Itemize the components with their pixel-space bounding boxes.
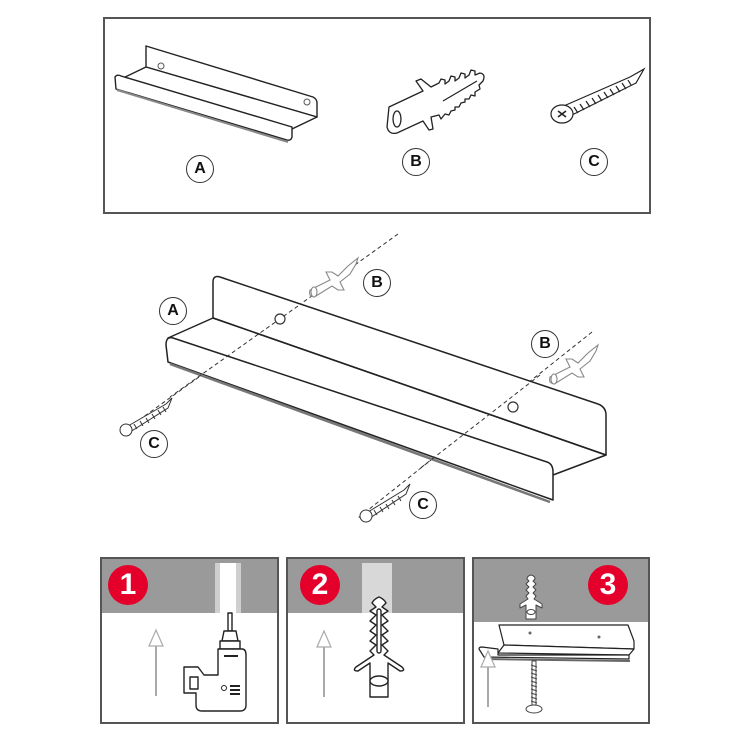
arrow-up-icon: [316, 629, 332, 697]
part-label-b: B: [402, 148, 430, 176]
drill-hole-core: [220, 563, 236, 613]
shelf-bracket-icon: [114, 45, 318, 143]
plug-right-icon: [549, 343, 600, 385]
step-2-badge: 2: [300, 565, 340, 605]
plug-left-icon: [309, 256, 360, 298]
screw-right-icon: [359, 483, 411, 523]
assembly-label-b-right: B: [531, 330, 559, 358]
wall-plug-icon: [386, 69, 485, 135]
part-label-c: C: [580, 148, 608, 176]
assembly-label-c-left: C: [140, 430, 168, 458]
drill-icon: [183, 612, 247, 712]
step-3-badge: 3: [588, 565, 628, 605]
wall-plug-icon: [519, 574, 543, 620]
screw-left-icon: [119, 397, 173, 437]
assembly-label-b-left: B: [363, 269, 391, 297]
step-2-panel: 2: [286, 557, 465, 724]
assembly-diagram: A B B C C: [119, 233, 607, 523]
assembly-label-c-right: C: [409, 491, 437, 519]
arrow-up-icon: [480, 649, 496, 707]
part-label-a: A: [186, 155, 214, 183]
screw-icon: [550, 67, 646, 124]
shelf-mount-icon: [478, 624, 635, 662]
wall-plug-icon: [353, 596, 405, 698]
screw-icon: [525, 660, 543, 714]
step-1-badge: 1: [108, 565, 148, 605]
shelf-assembly-icon: [119, 233, 607, 523]
arrow-up-icon: [148, 628, 164, 696]
step-3-panel: 3: [472, 557, 650, 724]
assembly-label-a: A: [159, 297, 187, 325]
parts-panel: A B C: [103, 17, 651, 214]
step-1-panel: 1: [100, 557, 279, 724]
